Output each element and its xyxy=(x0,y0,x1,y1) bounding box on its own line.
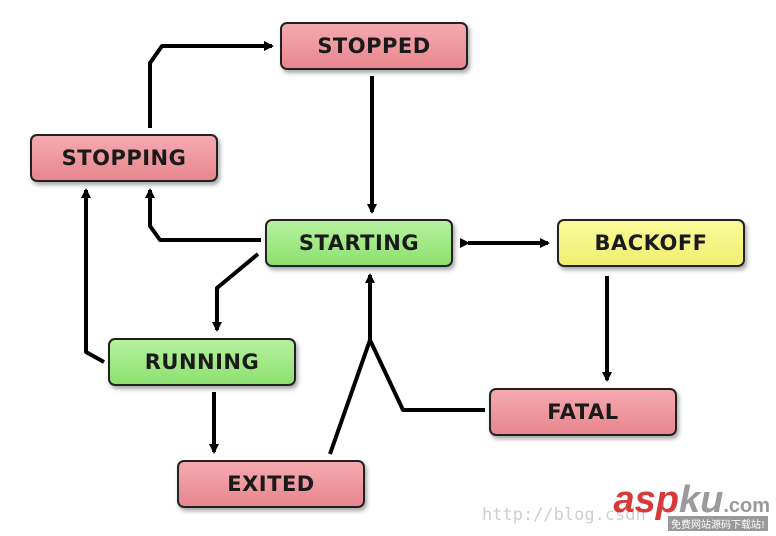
state-stopped: STOPPED xyxy=(280,22,468,70)
arrow-running-to-stopping xyxy=(81,188,105,364)
state-label: BACKOFF xyxy=(594,231,708,255)
watermark-tagline: 免费网站源码下载站! xyxy=(667,516,768,531)
state-starting: STARTING xyxy=(265,219,453,267)
arrow-starting-to-stopping xyxy=(145,188,261,242)
state-label: STOPPED xyxy=(317,34,431,58)
state-label: FATAL xyxy=(547,400,619,424)
arrow-stopping-to-stopped xyxy=(148,41,274,128)
state-label: RUNNING xyxy=(144,350,260,374)
state-stopping: STOPPING xyxy=(30,134,218,182)
state-fatal: FATAL xyxy=(489,388,677,436)
state-label: STARTING xyxy=(298,231,420,255)
watermark-logo-ku: ku xyxy=(678,479,724,521)
state-backoff: BACKOFF xyxy=(557,219,745,267)
state-label: EXITED xyxy=(227,472,315,496)
watermark-logo-asp: asp xyxy=(613,479,679,521)
state-running: RUNNING xyxy=(108,338,296,386)
arrow-starting-to-running xyxy=(212,252,260,332)
watermark-url: http://blog.csdn xyxy=(482,505,646,525)
arrow-fatal-to-starting xyxy=(368,339,485,412)
watermark-logo-com: .com xyxy=(723,495,770,517)
watermark-logo: aspku.com xyxy=(613,480,770,526)
arrow-exited-to-starting xyxy=(328,273,375,455)
state-label: STOPPING xyxy=(61,146,187,170)
state-exited: EXITED xyxy=(177,460,365,508)
